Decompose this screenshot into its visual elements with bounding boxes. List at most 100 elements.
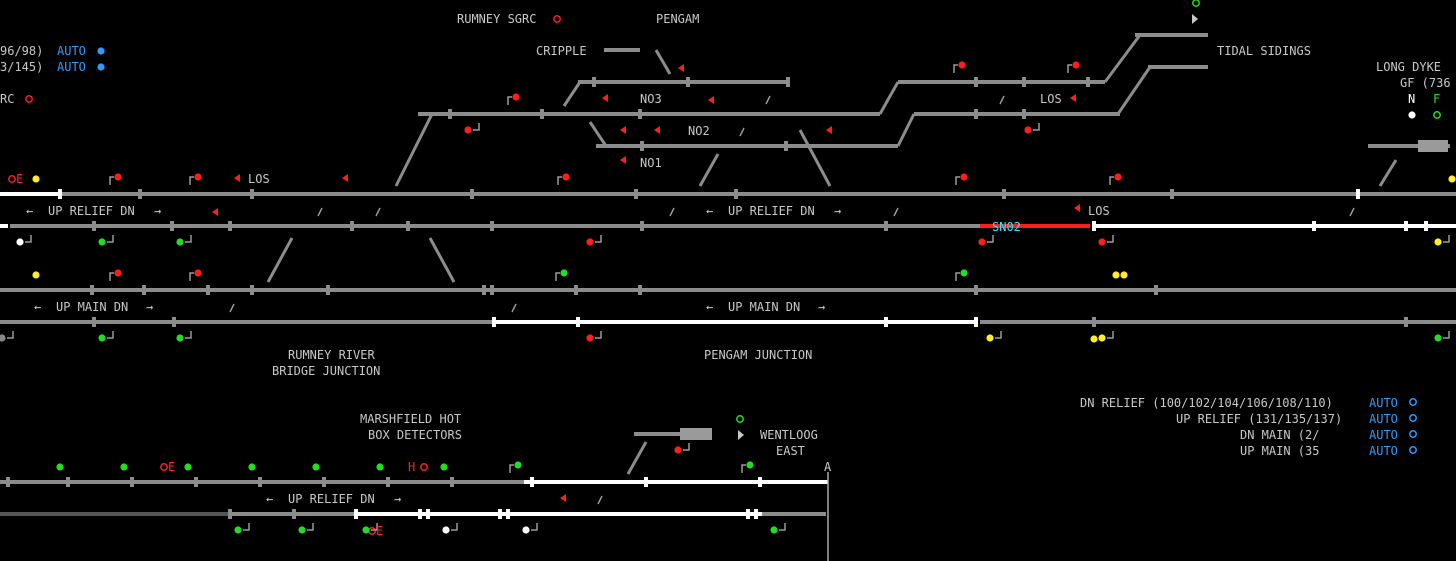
signal-head-icon[interactable]: [248, 463, 256, 471]
signal-head-icon[interactable]: [56, 463, 64, 471]
signal-head-icon[interactable]: [586, 334, 594, 342]
signal-head-icon[interactable]: [120, 463, 128, 471]
track-joint: [250, 285, 254, 295]
signal-head-icon[interactable]: [512, 93, 520, 101]
signal-head-icon[interactable]: [1098, 334, 1106, 342]
crossover-track[interactable]: [878, 81, 900, 115]
shunt-signal-icon[interactable]: [678, 64, 684, 72]
track-joint: [746, 509, 750, 519]
signal-head-icon[interactable]: [514, 461, 522, 469]
shunt-signal-icon[interactable]: [1074, 204, 1080, 212]
signal-head-icon[interactable]: [114, 269, 122, 277]
signal-head-icon[interactable]: [560, 269, 568, 277]
signal-head-icon[interactable]: [32, 271, 40, 279]
shunt-signal-icon[interactable]: [654, 126, 660, 134]
signal-head-icon[interactable]: [98, 238, 106, 246]
signal-head-icon[interactable]: [376, 463, 384, 471]
signal-post-icon: [995, 331, 1002, 339]
signal-head-icon[interactable]: [16, 238, 24, 246]
signal-head-icon[interactable]: [1434, 238, 1442, 246]
crossover-track[interactable]: [1378, 159, 1398, 187]
auto-right-button-3[interactable]: AUTO: [1369, 428, 1398, 442]
arrow-left-4: ←: [706, 300, 714, 314]
signal-head-icon[interactable]: [176, 238, 184, 246]
shunt-signal-icon[interactable]: [234, 174, 240, 182]
signal-head-icon[interactable]: [464, 126, 472, 134]
crossover-track[interactable]: [266, 237, 294, 283]
crossover-track[interactable]: [896, 113, 916, 147]
signal-head-icon[interactable]: [442, 526, 450, 534]
signal-head-icon[interactable]: [312, 463, 320, 471]
signal-head-icon[interactable]: [440, 463, 448, 471]
signal-head-icon[interactable]: [986, 334, 994, 342]
signal-head-icon[interactable]: [960, 173, 968, 181]
signal-head-icon[interactable]: [298, 526, 306, 534]
signal-head-icon[interactable]: [1448, 175, 1456, 183]
crossover-track[interactable]: [428, 237, 456, 283]
bridge-junction-label: BRIDGE JUNCTION: [272, 364, 381, 378]
shunt-signal-icon[interactable]: [826, 126, 832, 134]
signal-head-icon[interactable]: [184, 463, 192, 471]
signal-head-icon[interactable]: [562, 173, 570, 181]
signal-head-icon[interactable]: [1090, 335, 1098, 343]
signal-head-icon[interactable]: [194, 173, 202, 181]
signal-head-icon[interactable]: [98, 334, 106, 342]
e-marker-top: E: [16, 172, 24, 186]
signal-head-icon[interactable]: [1112, 271, 1120, 279]
crossover-track[interactable]: [626, 441, 648, 475]
crossover-track[interactable]: [1103, 34, 1142, 83]
crossover-track[interactable]: [562, 81, 582, 107]
auto-right-line-3: DN MAIN (2/: [1240, 428, 1320, 442]
arrow-icon: [738, 430, 744, 440]
crossover-track[interactable]: [1116, 66, 1152, 115]
auto-right-button-4[interactable]: AUTO: [1369, 444, 1398, 458]
signal-head-icon[interactable]: [1024, 126, 1032, 134]
auto-right-button-2[interactable]: AUTO: [1369, 412, 1398, 426]
berth-sn02[interactable]: SN02: [992, 220, 1021, 234]
crossover-track[interactable]: [798, 129, 832, 187]
shunt-signal-icon[interactable]: [560, 494, 566, 502]
signal-head-icon[interactable]: [176, 334, 184, 342]
signal-head-icon[interactable]: [770, 526, 778, 534]
signal-head-icon[interactable]: [674, 446, 682, 454]
signal-head-icon[interactable]: [234, 526, 242, 534]
auto-indicator-icon[interactable]: [97, 63, 105, 71]
signal-head-icon[interactable]: [1098, 238, 1106, 246]
shunt-signal-icon[interactable]: [1070, 94, 1076, 102]
track-joint: [644, 477, 648, 487]
shunt-signal-icon[interactable]: [620, 126, 626, 134]
crossover-track[interactable]: [394, 113, 434, 187]
signal-post-icon: [779, 523, 786, 531]
signal-head-icon[interactable]: [958, 61, 966, 69]
gf-n-indicator-icon[interactable]: [1408, 111, 1416, 119]
signal-head-icon[interactable]: [1120, 271, 1128, 279]
auto-left-button-1[interactable]: AUTO: [57, 44, 86, 58]
signal-head-icon[interactable]: [114, 173, 122, 181]
crossover-track[interactable]: [654, 49, 672, 75]
signal-head-icon[interactable]: [362, 526, 370, 534]
shunt-signal-icon[interactable]: [342, 174, 348, 182]
shunt-signal-icon[interactable]: [602, 94, 608, 102]
signal-head-icon[interactable]: [522, 526, 530, 534]
indicator-icon: [1192, 0, 1200, 7]
signal-head-icon[interactable]: [960, 269, 968, 277]
signal-head-icon[interactable]: [194, 269, 202, 277]
signal-head-icon[interactable]: [1434, 334, 1442, 342]
crossover-track[interactable]: [698, 153, 720, 187]
signal-head-icon[interactable]: [0, 334, 6, 342]
signal-head-icon[interactable]: [32, 175, 40, 183]
shunt-signal-icon[interactable]: [212, 208, 218, 216]
signal-head-icon[interactable]: [978, 238, 986, 246]
signal-head-icon[interactable]: [586, 238, 594, 246]
signal-head-icon[interactable]: [746, 461, 754, 469]
auto-left-button-2[interactable]: AUTO: [57, 60, 86, 74]
shunt-signal-icon[interactable]: [620, 156, 626, 164]
auto-indicator-icon[interactable]: [97, 47, 105, 55]
auto-right-button-1[interactable]: AUTO: [1369, 396, 1398, 410]
crossover-track[interactable]: [588, 121, 608, 147]
arrow-left-1: ←: [26, 204, 34, 218]
signal-head-icon[interactable]: [1114, 173, 1122, 181]
signal-head-icon[interactable]: [1072, 61, 1080, 69]
e-marker-lower-2: E: [376, 524, 384, 538]
shunt-signal-icon[interactable]: [708, 96, 714, 104]
